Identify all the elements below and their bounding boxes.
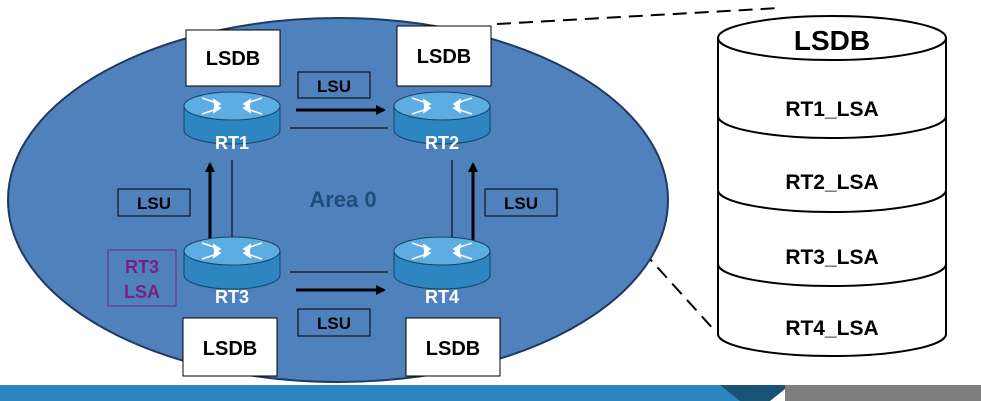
lsu-text: LSU: [137, 194, 171, 213]
database-entry: RT3_LSA: [785, 246, 878, 269]
lsdb-database-cylinder: LSDB RT1_LSA RT2_LSA RT3_LSA RT4_LSA: [717, 15, 947, 357]
router-icon: [183, 236, 281, 290]
lsdb-label: LSDB: [203, 338, 257, 360]
router-rt2: RT2: [393, 91, 491, 153]
router-label: RT2: [425, 133, 459, 153]
footer-bar-blue: [0, 385, 760, 401]
router-links: [231, 127, 453, 273]
router-label: RT4: [425, 287, 459, 307]
lsu-label-bottom: LSU: [297, 308, 371, 337]
lsdb-box-rt1: LSDB: [185, 29, 281, 87]
database-entry: RT2_LSA: [785, 171, 878, 194]
router-rt4: RT4: [393, 236, 491, 307]
rt3-lsa-line2: LSA: [124, 282, 160, 302]
lsu-label-left: LSU: [117, 188, 191, 217]
rt3-lsa-box: RT3 LSA: [107, 249, 177, 307]
lsdb-box-rt2: LSDB: [396, 25, 492, 87]
lsdb-label: LSDB: [426, 338, 480, 360]
lsu-label-top: LSU: [297, 71, 371, 99]
lsdb-box-rt4: LSDB: [405, 317, 501, 377]
database-entry: RT4_LSA: [785, 317, 878, 340]
lsdb-label: LSDB: [417, 46, 471, 68]
database-title: LSDB: [794, 25, 870, 56]
database-entry: RT1_LSA: [785, 98, 878, 121]
cylinder-top: [717, 15, 947, 61]
lsu-label-right: LSU: [484, 188, 558, 217]
router-label: RT1: [215, 133, 249, 153]
cylinder-divider: [717, 189, 947, 213]
footer-bar-accent: [720, 385, 790, 401]
footer-bar-gray: [785, 385, 981, 401]
cylinder-divider: [717, 263, 947, 287]
cylinder-divider: [717, 115, 947, 139]
lsu-text: LSU: [504, 194, 538, 213]
zoom-line-top: [496, 7, 781, 25]
router-label: RT3: [215, 287, 249, 307]
router-rt1: RT1: [183, 91, 281, 153]
lsu-text: LSU: [317, 314, 351, 333]
area-label: Area 0: [309, 187, 376, 212]
cylinder-body: [717, 37, 947, 357]
router-icon: [393, 236, 491, 290]
rt3-lsa-line1: RT3: [125, 257, 159, 277]
lsdb-box-rt3: LSDB: [182, 317, 278, 377]
router-rt3: RT3: [183, 236, 281, 307]
lsu-text: LSU: [317, 77, 351, 96]
lsdb-label: LSDB: [206, 48, 260, 70]
